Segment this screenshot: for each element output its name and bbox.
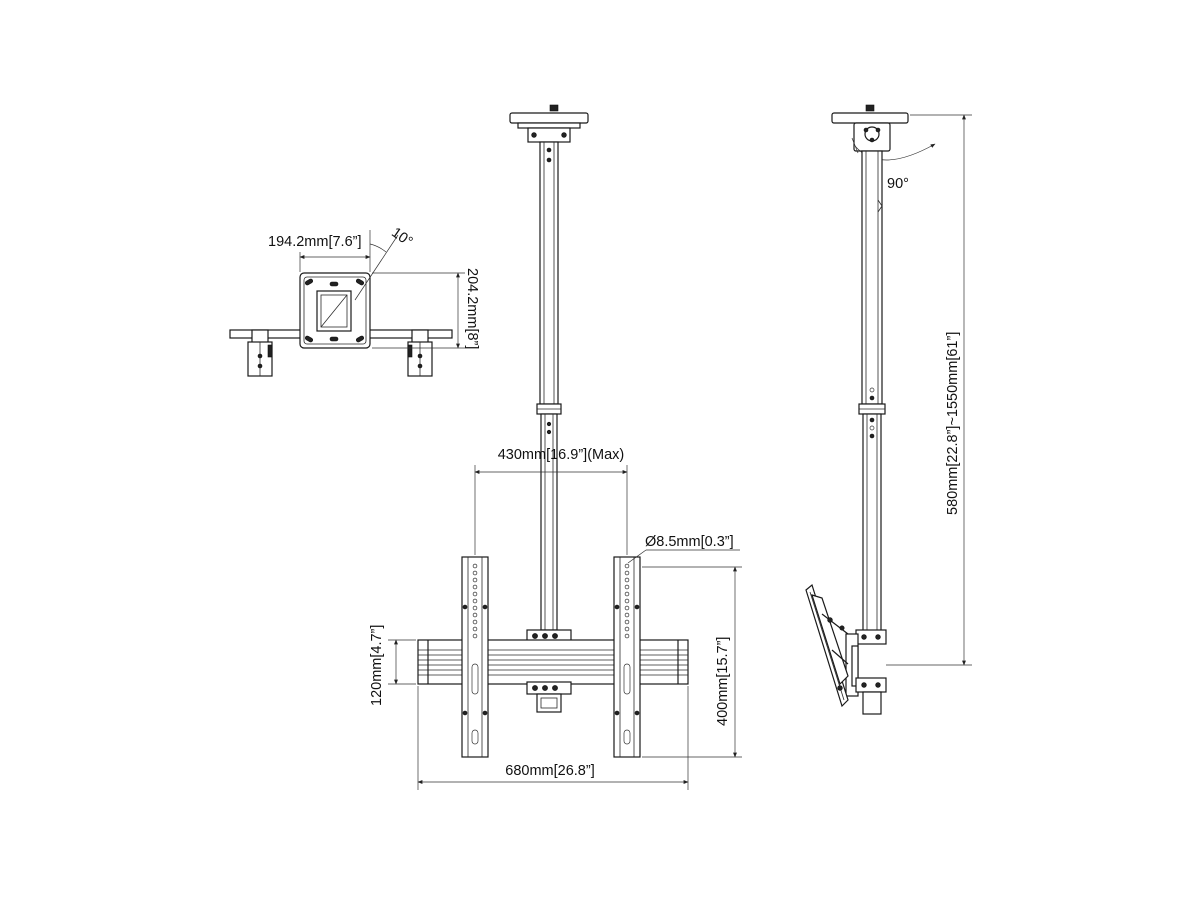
plate-width-label: 194.2mm[7.6”] xyxy=(268,234,362,250)
rotation-label: 90° xyxy=(887,176,909,192)
side-view-mount: 90° 580mm[22.8”]~1550mm[61”] xyxy=(805,104,972,715)
front-view-mount: 430mm[16.9”](Max) Ø8.5mm[0.3”] 400mm[15.… xyxy=(369,104,742,790)
bracket-height-label: 400mm[15.7”] xyxy=(715,637,731,726)
column-spacing-label: 430mm[16.9”](Max) xyxy=(498,447,625,463)
left-bracket-holes xyxy=(472,563,478,639)
bracket-width-label: 680mm[26.8”] xyxy=(505,763,594,779)
right-bracket-holes xyxy=(624,563,630,639)
tilted-display-bracket xyxy=(805,583,849,708)
drop-range-label: 580mm[22.8”]~1550mm[61”] xyxy=(945,332,961,515)
hole-diameter-label: Ø8.5mm[0.3”] xyxy=(645,534,734,550)
rail-height-label: 120mm[4.7”] xyxy=(369,625,385,706)
plate-height-label: 204.2mm[8”] xyxy=(464,268,480,349)
plate-tilt-label: 10° xyxy=(388,225,415,251)
top-view-ceiling-plate: 194.2mm[7.6”] 10° 204.2mm[8”] xyxy=(229,225,480,377)
